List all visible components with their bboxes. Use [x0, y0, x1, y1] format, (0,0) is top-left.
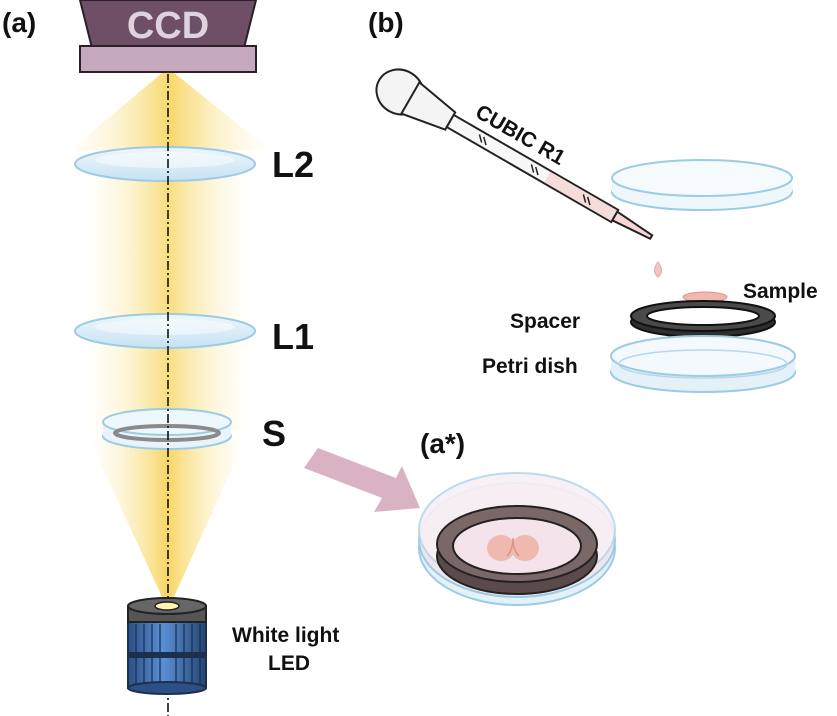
pipette: [375, 68, 654, 241]
spacer-ring: [630, 300, 776, 338]
petri-dish: [610, 335, 796, 393]
sample-label-b: Sample: [743, 280, 818, 303]
lens-l2: [74, 146, 256, 182]
lens-l1-label: L1: [272, 316, 314, 357]
panel-label-b: (b): [368, 7, 404, 38]
panel-label-a-star: (a*): [420, 428, 465, 459]
spacer-label: Spacer: [510, 310, 580, 333]
sample-holder-detail: [418, 472, 616, 606]
ccd-label: CCD: [127, 5, 209, 47]
led-light-source: [127, 597, 207, 695]
magnify-arrow: [304, 448, 420, 512]
led-label-line1: White light: [232, 624, 339, 647]
petri-dish-label: Petri dish: [482, 355, 578, 378]
sample-label: S: [262, 413, 286, 454]
sample-holder: [102, 408, 232, 450]
led-label-line2: LED: [268, 652, 310, 675]
lens-l1: [74, 313, 256, 349]
reagent-droplet: [654, 261, 662, 278]
petri-dish-lid: [611, 159, 793, 211]
ccd-camera: CCD: [78, 0, 258, 73]
lens-l2-label: L2: [272, 144, 314, 185]
panel-label-a: (a): [2, 7, 36, 38]
ccd-base: [79, 45, 257, 73]
